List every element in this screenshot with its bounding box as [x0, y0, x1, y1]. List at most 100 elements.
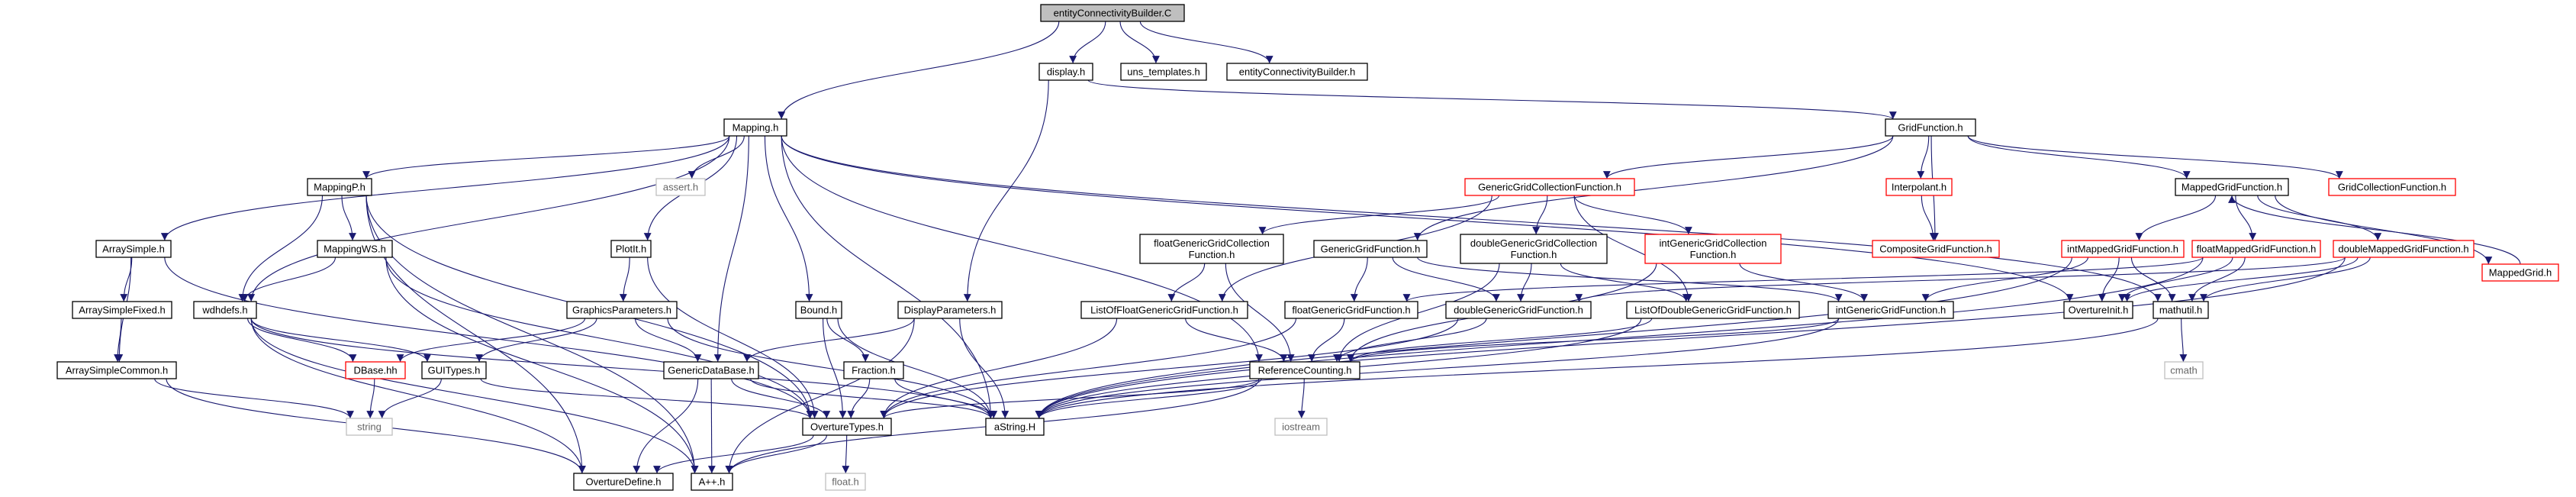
node-box	[1885, 178, 1953, 196]
edge-refcounting-to-iostream	[1297, 378, 1306, 419]
edge-arraysimplecommon-to-string	[154, 378, 354, 419]
node-arraysimplecommon[interactable]: ArraySimpleCommon.h	[56, 361, 177, 379]
node-wdhdefs[interactable]: wdhdefs.h	[193, 301, 257, 319]
node-label: entityConnectivityBuilder.C	[1054, 8, 1172, 19]
node-app[interactable]: A++.h	[691, 473, 733, 491]
node-gridcoll[interactable]: GridCollectionFunction.h	[2328, 178, 2456, 196]
node-box	[1872, 240, 2000, 258]
node-arraysimplefixed[interactable]: ArraySimpleFixed.h	[72, 301, 172, 319]
node-intgengrid[interactable]: intGenericGridFunction.h	[1827, 301, 1954, 319]
node-refcounting[interactable]: ReferenceCounting.h	[1249, 361, 1360, 379]
edge-overturetypes-to-float	[842, 434, 850, 474]
node-gengridcoll[interactable]: GenericGridCollectionFunction.h	[1464, 178, 1635, 196]
edge-line	[1258, 195, 1500, 235]
edge-gengridcoll-to-doublegengridcoll	[1532, 195, 1548, 235]
edge-intgengridcoll-to-intgengrid	[1739, 263, 1868, 302]
node-box	[1827, 301, 1954, 319]
edge-mapping_h-to-assert	[687, 135, 745, 179]
node-label: mathutil.h	[2159, 305, 2202, 316]
node-label: assert.h	[663, 182, 698, 193]
edge-line	[2200, 257, 2371, 302]
edge-line	[341, 195, 356, 241]
node-doublegengrid[interactable]: doubleGenericGridFunction.h	[1445, 301, 1592, 319]
node-box	[95, 240, 172, 258]
node-astring[interactable]: aString.H	[985, 418, 1045, 436]
node-box	[317, 240, 393, 258]
node-label: ListOfDoubleGenericGridFunction.h	[1634, 305, 1792, 316]
edge-gengridcoll-to-intgengridcoll	[1573, 195, 1692, 235]
node-display_h[interactable]: display.h	[1038, 63, 1093, 81]
node-plott[interactable]: PlotIt.h	[610, 240, 652, 258]
node-guitypes[interactable]: GUITypes.h	[421, 361, 487, 379]
node-gridfunction[interactable]: GridFunction.h	[1885, 118, 1976, 137]
node-box	[2328, 178, 2456, 196]
node-bound[interactable]: Bound.h	[795, 301, 842, 319]
edge-listfloatgengrid-to-refcounting	[1185, 318, 1288, 363]
node-interpolant[interactable]: Interpolant.h	[1885, 178, 1953, 196]
edge-gengrid-to-floatgengrid	[1350, 257, 1368, 302]
node-mappedgrid[interactable]: MappedGridFunction.h	[2175, 178, 2289, 196]
edge-line	[2235, 195, 2257, 241]
node-genericdatabase[interactable]: GenericDataBase.h	[663, 361, 759, 379]
edge-doublemappedgrid-to-doublegengrid	[1575, 257, 2346, 302]
edge-line	[826, 318, 870, 363]
edge-dbase-to-string	[366, 378, 375, 419]
edge-intmappedgrid-to-mathutil	[2130, 257, 2176, 302]
node-dbase[interactable]: DBase.hh	[345, 361, 406, 379]
edge-displayparams-to-genericdatabase	[743, 318, 915, 363]
edge-line	[653, 434, 814, 474]
node-label: A++.h	[699, 476, 726, 488]
node-mathutil[interactable]: mathutil.h	[2153, 301, 2209, 319]
node-label: Fraction.h	[852, 365, 896, 376]
edge-line	[240, 257, 336, 302]
edge-line	[2188, 257, 2246, 302]
node-doublemappedgrid[interactable]: doubleMappedGridFunction.h	[2333, 240, 2475, 258]
node-displayparams[interactable]: DisplayParameters.h	[897, 301, 1003, 319]
node-overturetypes[interactable]: OvertureTypes.h	[802, 418, 892, 436]
edge-arraysimple-to-arraysimplefixed	[120, 257, 133, 302]
node-box	[1139, 234, 1284, 264]
node-floatgengrid[interactable]: floatGenericGridFunction.h	[1284, 301, 1418, 319]
edge-intgengrid-to-refcounting	[1347, 318, 1840, 363]
node-box	[2063, 301, 2133, 319]
node-arraysimple[interactable]: ArraySimple.h	[95, 240, 172, 258]
edge-line	[894, 378, 998, 419]
node-uns_templates[interactable]: uns_templates.h	[1120, 63, 1207, 81]
node-box	[2481, 263, 2559, 282]
node-fraction[interactable]: Fraction.h	[843, 361, 904, 379]
edge-line	[647, 257, 819, 419]
node-box	[1080, 301, 1248, 319]
edge-mapping_h-to-bound	[764, 135, 813, 302]
node-compositegrid[interactable]: CompositeGridFunction.h	[1872, 240, 2000, 258]
node-floatmappedgrid[interactable]: floatMappedGridFunction.h	[2191, 240, 2321, 258]
edge-line	[362, 135, 730, 179]
node-intmappedgrid[interactable]: intMappedGridFunction.h	[2061, 240, 2185, 258]
node-listfloatgengrid[interactable]: ListOfFloatGenericGridFunction.h	[1080, 301, 1248, 319]
node-box	[2333, 240, 2475, 258]
edge-line	[2275, 195, 2493, 265]
node-listdoublegengrid[interactable]: ListOfDoubleGenericGridFunction.h	[1626, 301, 1800, 319]
node-label: display.h	[1047, 66, 1085, 78]
node-overtureinit[interactable]: OvertureInit.h	[2063, 301, 2133, 319]
node-overturedefine[interactable]: OvertureDefine.h	[573, 473, 674, 491]
edge-root-to-display_h	[1069, 21, 1106, 64]
edge-fraction-to-astring	[894, 378, 998, 419]
edge-line	[1417, 257, 1843, 302]
node-label: GraphicsParameters.h	[572, 305, 671, 316]
node-mappingws[interactable]: MappingWS.h	[317, 240, 393, 258]
edge-genericdatabase-to-astring	[750, 378, 995, 419]
node-ecb_h[interactable]: entityConnectivityBuilder.h	[1226, 63, 1368, 81]
node-mappingp[interactable]: MappingP.h	[307, 178, 372, 196]
node-mappedgrid_h[interactable]: MappedGrid.h	[2481, 263, 2559, 282]
node-label: OvertureTypes.h	[810, 421, 884, 433]
edge-line	[2123, 257, 2359, 302]
edge-mappedgrid-to-intmappedgrid	[2135, 195, 2217, 241]
node-graphicsparams[interactable]: GraphicsParameters.h	[566, 301, 678, 319]
node-gengrid[interactable]: GenericGridFunction.h	[1313, 240, 1428, 258]
node-mapping_h[interactable]: Mapping.h	[723, 118, 787, 137]
node-box	[2153, 301, 2209, 319]
edge-intmappedgrid-to-astring	[1035, 257, 2072, 419]
